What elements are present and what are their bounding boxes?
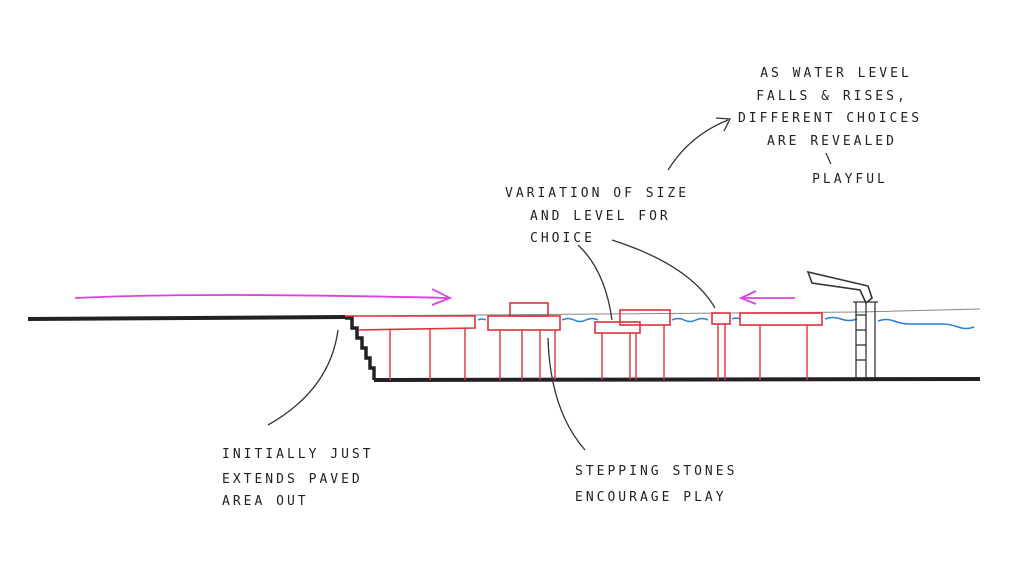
water-line	[477, 316, 975, 330]
annotation-line: FALLS & RISES,	[756, 89, 908, 104]
stepping-stones	[345, 302, 823, 380]
left-arrow	[738, 290, 795, 305]
leader-line-variation-a	[577, 244, 613, 321]
annotation-variation: VARIATION OF SIZE AND LEVEL FOR CHOICE	[505, 186, 689, 246]
leader-line-variation-b	[611, 239, 716, 309]
annotation-line: INITIALLY JUST	[222, 447, 374, 462]
annotation-line: DIFFERENT CHOICES	[738, 111, 922, 126]
annotation-water-level: AS WATER LEVEL FALLS & RISES, DIFFERENT …	[738, 66, 922, 187]
leader-line-stepping	[547, 337, 586, 451]
annotation-line: AREA OUT	[222, 494, 309, 509]
annotation-line: STEPPING STONES	[575, 464, 737, 479]
annotation-line: AND LEVEL FOR	[530, 209, 671, 224]
diving-board	[806, 270, 873, 305]
annotation-line: \	[825, 152, 836, 167]
annotation-line: ENCOURAGE PLAY	[575, 490, 727, 505]
paved-ground-line	[27, 315, 346, 321]
annotation-initially: INITIALLY JUST EXTENDS PAVED AREA OUT	[222, 447, 374, 509]
leader-line-water-level	[667, 117, 732, 171]
leader-line-initially	[267, 329, 339, 426]
annotation-line: AS WATER LEVEL	[760, 66, 912, 81]
annotation-line: PLAYFUL	[812, 172, 888, 187]
annotation-line: CHOICE	[530, 231, 595, 246]
pool-floor	[373, 377, 981, 382]
ladder	[853, 301, 878, 378]
annotation-line: ARE REVEALED	[767, 134, 897, 149]
annotation-line: VARIATION OF SIZE	[505, 186, 689, 201]
pool-steps	[345, 316, 376, 380]
annotation-line: EXTENDS PAVED	[222, 472, 363, 487]
right-arrow	[74, 288, 453, 306]
annotation-stepping: STEPPING STONES ENCOURAGE PLAY	[575, 464, 737, 505]
